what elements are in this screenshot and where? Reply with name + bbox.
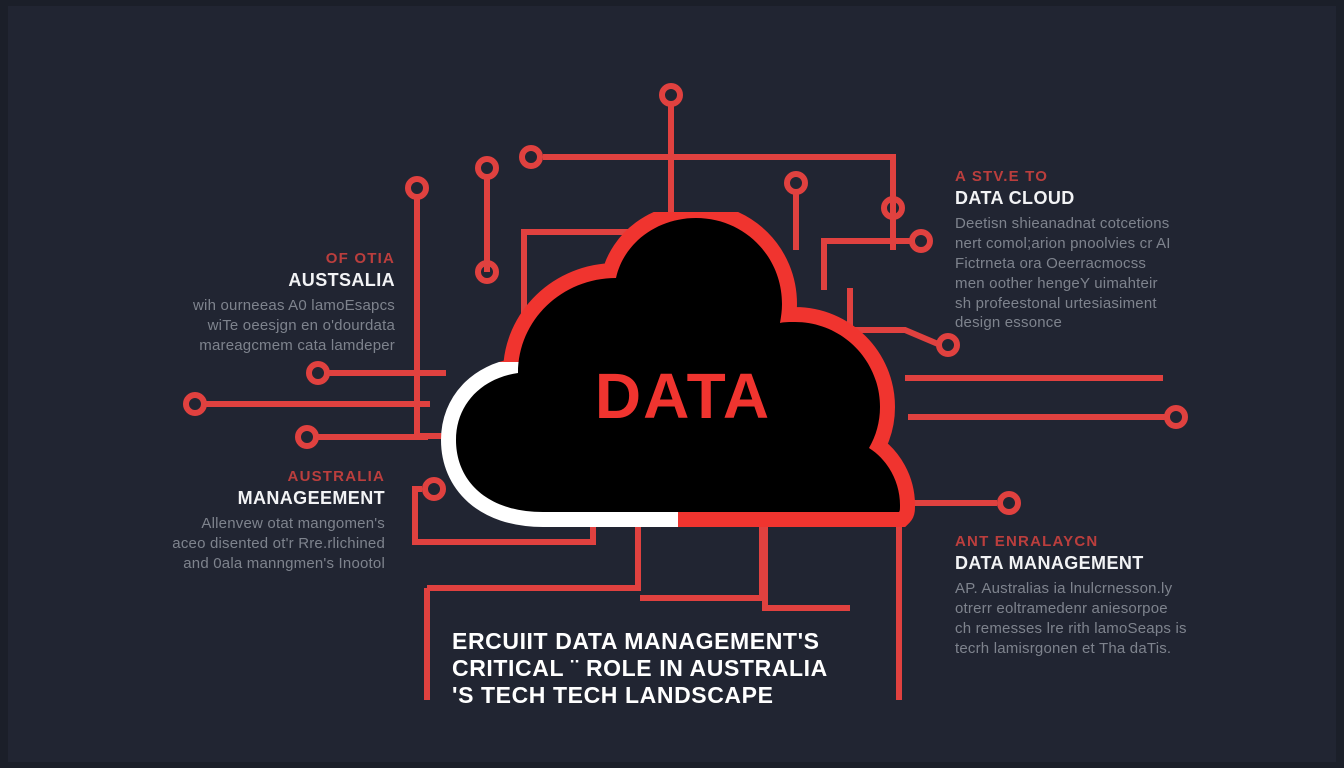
callout-top-right-heading: DATA CLOUD xyxy=(955,187,1075,208)
callout-top-right-body: Deetisn shieanadnat cotcetions nert comol… xyxy=(955,214,1205,333)
text-line: men oother hengeY uimahteir xyxy=(955,274,1158,292)
text-line: design essonce xyxy=(955,314,1063,332)
callout-bottom-left-body: Allenvew otat mangomen's aceo disented ot… xyxy=(130,514,385,573)
text-line: Allenvew otat mangomen's xyxy=(201,515,385,533)
callout-bottom-right-heading: DATA MANAGEMENT xyxy=(955,552,1144,573)
data-cloud-graphic: DATA xyxy=(438,212,928,542)
callout-top-left-eyebrow: OF OTIA xyxy=(325,250,395,267)
cloud-label: DATA xyxy=(594,360,772,432)
text-line: Deetisn shieanadnat cotcetions xyxy=(955,215,1170,233)
text-line: tecrh lamisrgonen et Tha daTis. xyxy=(955,639,1172,657)
text-line: wiTe oeesjgn en o'dourdata xyxy=(207,317,395,335)
text-line: ch remesses lre rith lamoSeaps is xyxy=(955,619,1187,637)
text-line: wih ourneeas A0 lamoEsapcs xyxy=(193,297,395,315)
text-line: aceo disented ot'r Rre.rlichined xyxy=(172,535,385,553)
text-line: sh profeestonal urtesiasiment xyxy=(955,294,1157,312)
callout-top-right: A STV.E TO DATA CLOUD Deetisn shieanadna… xyxy=(955,168,1205,333)
text-line: 'S TECH TECH LANDSCAPE xyxy=(452,682,774,709)
callout-top-left: OF OTIA AUSTSALIA wih ourneeas A0 lamoEs… xyxy=(50,250,395,356)
callout-bottom-right-eyebrow: ANT ENRALAYCN xyxy=(955,533,1099,550)
callout-top-left-body: wih ourneeas A0 lamoEsapcs wiTe oeesjgn e… xyxy=(50,296,395,355)
callout-bottom-right: ANT ENRALAYCN DATA MANAGEMENT AP. Austra… xyxy=(955,533,1210,659)
callout-top-right-eyebrow: A STV.E TO xyxy=(955,168,1049,185)
text-line: CRITICAL ¨ ROLE IN AUSTRALIA xyxy=(452,655,828,682)
callout-bottom-left-eyebrow: AUSTRALIA xyxy=(287,468,385,485)
text-line: otrerr eoltramedenr aniesorpoe xyxy=(955,600,1168,618)
text-line: ERCUIIT DATA MANAGEMENT'S xyxy=(452,628,820,654)
callout-bottom-left: AUSTRALIA MANAGEEMENT Allenvew otat mang… xyxy=(130,468,385,574)
callout-top-left-heading: AUSTSALIA xyxy=(288,269,395,290)
text-line: mareagcmem cata lamdeper xyxy=(199,336,395,354)
text-line: AP. Australias ia lnulcrnesson.ly xyxy=(955,580,1173,598)
text-line: nert comol;arion pnoolvies cr AI xyxy=(955,235,1171,253)
text-line: and 0ala manngmen's Inootol xyxy=(183,554,385,572)
callout-bottom-right-body: AP. Australias ia lnulcrnesson.ly otrerr … xyxy=(955,579,1210,658)
text-line: Fictrneta ora Oeerracmocss xyxy=(955,254,1147,272)
callout-bottom-left-heading: MANAGEEMENT xyxy=(237,487,385,508)
